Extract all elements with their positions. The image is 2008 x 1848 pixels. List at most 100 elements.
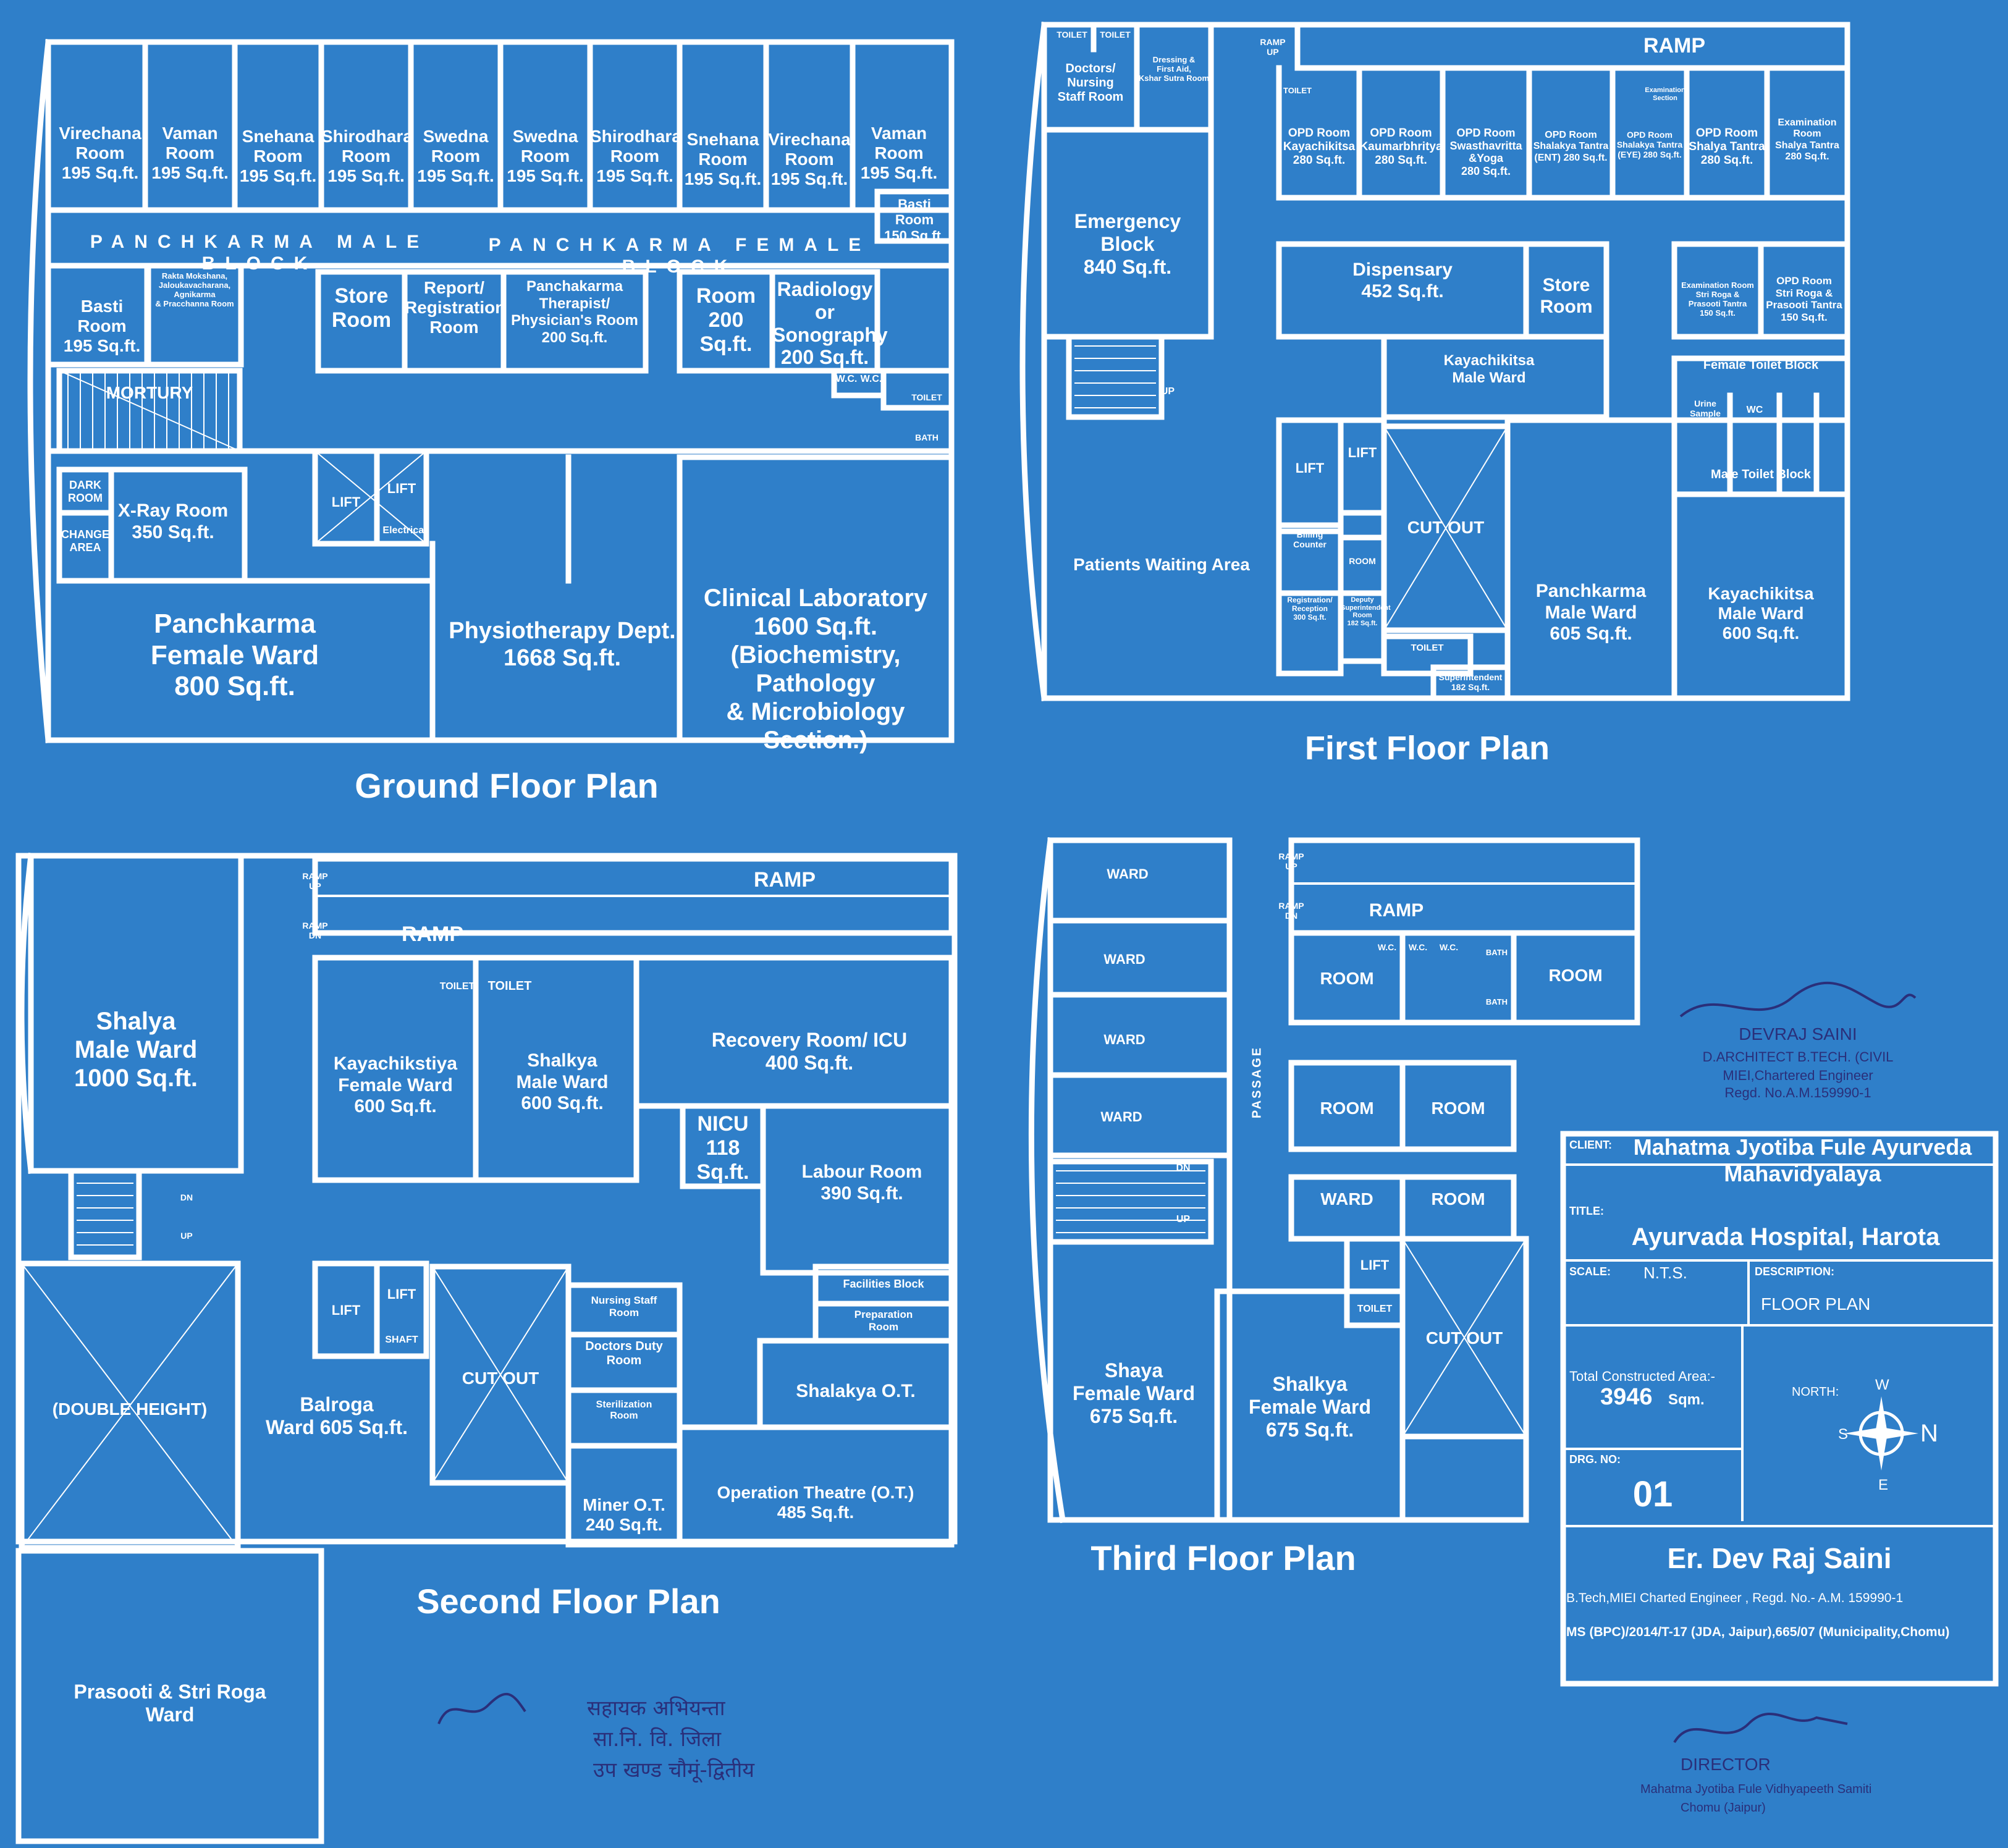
shalkya-female-ward: Shalkya Female Ward 675 Sq.ft. [1249, 1373, 1371, 1441]
room-shirodhara-1: Shirodhara Room 195 Sq.ft. [321, 127, 413, 186]
toilet-label-b: TOILET [1100, 30, 1131, 40]
lift-label-third: LIFT [1360, 1257, 1390, 1273]
ramp-label: RAMP [1643, 34, 1706, 57]
lift-label-second-2: LIFT [387, 1286, 416, 1302]
room-x-ray: X-Ray Room 350 Sq.ft. [117, 500, 229, 542]
recovery-room-icu: Recovery Room/ ICU 400 Sq.ft. [711, 1029, 908, 1074]
cut-out-first: CUT OUT [1407, 518, 1485, 537]
opd-shalakya-ent: OPD Room Shalakya Tantra (ENT) 280 Sq.ft… [1533, 130, 1609, 163]
panchkarma-male-ward: Panchkarma Male Ward 605 Sq.ft. [1535, 581, 1647, 644]
opd-kaumarbhritya: OPD Room Kaumarbhritya 280 Sq.ft. [1359, 127, 1443, 167]
wc-label: WC [1746, 405, 1763, 415]
toilet-label-c: TOILET [1283, 86, 1312, 95]
opd-stri-roga: OPD Room Stri Roga & Prasooti Tantra 150… [1766, 275, 1842, 323]
room-panchkarma-female-ward: Panchkarma Female Ward 800 Sq.ft. [150, 609, 319, 702]
scale-label: SCALE: [1569, 1265, 1611, 1278]
drawing-number-label: DRG. NO: [1569, 1453, 1621, 1466]
room-virechana-2: Virechana Room 195 Sq.ft. [768, 130, 851, 189]
total-area-label: Total Constructed Area:- [1569, 1369, 1716, 1384]
ground-floor-walls [27, 39, 955, 743]
electrical-label: Electrical [382, 525, 427, 536]
samiti-location: Chomu (Jaipur) [1681, 1801, 1766, 1815]
balroga-ward: Balroga Ward 605 Sq.ft. [266, 1393, 408, 1438]
bath-label-third-2: BATH [1485, 997, 1508, 1006]
samiti-name: Mahatma Jyotiba Fule Vidhyapeeth Samiti [1640, 1783, 1872, 1796]
room-physiotherapy: Physiotherapy Dept. 1668 Sq.ft. [449, 618, 676, 671]
kayachikitsa-male-ward: Kayachikitsa Male Ward 600 Sq.ft. [1708, 584, 1814, 643]
sterilization-room: Sterilization Room [596, 1399, 652, 1422]
room-swedna-1: Swedna Room 195 Sq.ft. [417, 127, 494, 186]
miner-ot: Miner O.T. 240 Sq.ft. [583, 1495, 665, 1535]
room-report-registration: Report/ Registration Room [405, 278, 506, 337]
room-vaman-1: Vaman Room 195 Sq.ft. [151, 124, 229, 183]
client-name: Mahatma Jyotiba Fule Ayurveda Mahavidyal… [1633, 1134, 1972, 1187]
architect-name: DEVRAJ SAINI [1739, 1024, 1857, 1044]
room-dressing: Dressing & First Aid, Kshar Sutra Room [1138, 55, 1210, 83]
ward-label-5: WARD [1320, 1189, 1373, 1209]
panchkarma-female-block-label: PANCHKARMA FEMALE BLOCK [488, 235, 871, 277]
registration-reception: Registration/ Reception 300 Sq.ft. [1287, 596, 1333, 622]
room-virechana-1: Virechana Room 195 Sq.ft. [59, 124, 141, 183]
room-label-third-4: ROOM [1431, 1099, 1485, 1118]
shalakya-ot: Shalakya O.T. [796, 1381, 916, 1401]
ward-label-1: WARD [1107, 866, 1149, 882]
urine-sample: Urine Sample [1690, 399, 1721, 419]
room-shirodhara-2: Shirodhara Room 195 Sq.ft. [590, 127, 681, 186]
architect-line-2: MIEI,Chartered Engineer [1723, 1068, 1873, 1083]
panchkarma-male-block-label: PANCHKARMA MALE BLOCK [90, 232, 429, 274]
total-area-value: 3946 [1600, 1384, 1653, 1410]
opd-shalya: OPD Room Shalya Tantra 280 Sq.ft. [1689, 127, 1765, 167]
room-emergency-block: Emergency Block 840 Sq.ft. [1074, 210, 1181, 278]
hindi-signature-icon [432, 1687, 531, 1739]
room-label-third-1: ROOM [1320, 969, 1374, 988]
architect-signature-icon [1668, 973, 1928, 1032]
doctors-duty-room: Doctors Duty Room [585, 1340, 663, 1367]
lift-label-1: LIFT [331, 494, 361, 510]
title-block-frame [1560, 1131, 1999, 1687]
room-swedna-2: Swedna Room 195 Sq.ft. [507, 127, 584, 186]
ramp-up-third: RAMP UP [1278, 851, 1304, 872]
scale-value: N.T.S. [1643, 1264, 1687, 1282]
toilet-label-second-1: TOILET [439, 981, 475, 992]
architect-line-3: Regd. No.A.M.159990-1 [1724, 1085, 1871, 1100]
ramp-label-second-2: RAMP [401, 922, 464, 946]
wc-label-third-2: W.C. [1408, 942, 1428, 952]
room-dispensary: Dispensary 452 Sq.ft. [1352, 259, 1453, 302]
examination-stri-roga: Examination Room Stri Roga & Prasooti Ta… [1681, 281, 1754, 318]
operation-theatre: Operation Theatre (O.T.) 485 Sq.ft. [717, 1483, 914, 1522]
room-label-third-5: ROOM [1431, 1189, 1485, 1209]
director-label: DIRECTOR [1681, 1755, 1771, 1774]
second-floor-plan-title: Second Floor Plan [416, 1582, 720, 1621]
wc-label-1: W.C. [835, 374, 858, 384]
up-label-second: UP [180, 1231, 193, 1241]
ward-label-4: WARD [1100, 1109, 1142, 1124]
deputy-superintendent: Deputy Superintendent Room 182 Sq.ft. [1341, 596, 1391, 627]
hindi-line-2: सा.नि. वि. जिला [593, 1727, 722, 1752]
bath-label-third-1: BATH [1485, 948, 1508, 957]
registration-numbers: MS (BPC)/2014/T-17 (JDA, Jaipur),665/07 … [1566, 1625, 1950, 1639]
first-floor-walls [1019, 21, 1850, 702]
client-label: CLIENT: [1569, 1139, 1612, 1151]
passage-label: PASSAGE [1250, 1045, 1264, 1119]
toilet-label-a: TOILET [1057, 30, 1087, 40]
kayachikitsa-male-ward-top: Kayachikitsa Male Ward [1443, 352, 1535, 386]
change-area-label: CHANGE AREA [61, 528, 109, 554]
cut-out-second: CUT OUT [462, 1369, 539, 1388]
description-label: DESCRIPTION: [1755, 1265, 1835, 1278]
male-toilet-block: Male Toilet Block [1711, 468, 1811, 481]
opd-swasthavritta: OPD Room Swasthavritta &Yoga 280 Sq.ft. [1449, 127, 1522, 178]
shaya-female-ward: Shaya Female Ward 675 Sq.ft. [1073, 1359, 1195, 1427]
superintendent: Superintendent 182 Sq.ft. [1438, 672, 1503, 693]
ramp-label-third: RAMP [1369, 900, 1424, 921]
opd-shalakya-eye: OPD Room Shalakya Tantra (EYE) 280 Sq.ft… [1616, 130, 1683, 160]
wc-label-2: W.C. [860, 374, 882, 384]
room-basti-right: Basti Room 150 Sq.ft. [884, 196, 945, 243]
ramp-label-second-1: RAMP [753, 868, 816, 892]
examination-section: Examination Section [1645, 86, 1685, 102]
kayachikitsa-female-ward: Kayachikstiya Female Ward 600 Sq.ft. [333, 1053, 458, 1116]
engineer-credentials: B.Tech,MIEI Charted Engineer , Regd. No.… [1566, 1591, 1904, 1605]
ground-floor-plan-title: Ground Floor Plan [355, 766, 659, 805]
room-basti-left: Basti Room 195 Sq.ft. [63, 297, 141, 356]
toilet-label-second-2: TOILET [487, 979, 532, 993]
